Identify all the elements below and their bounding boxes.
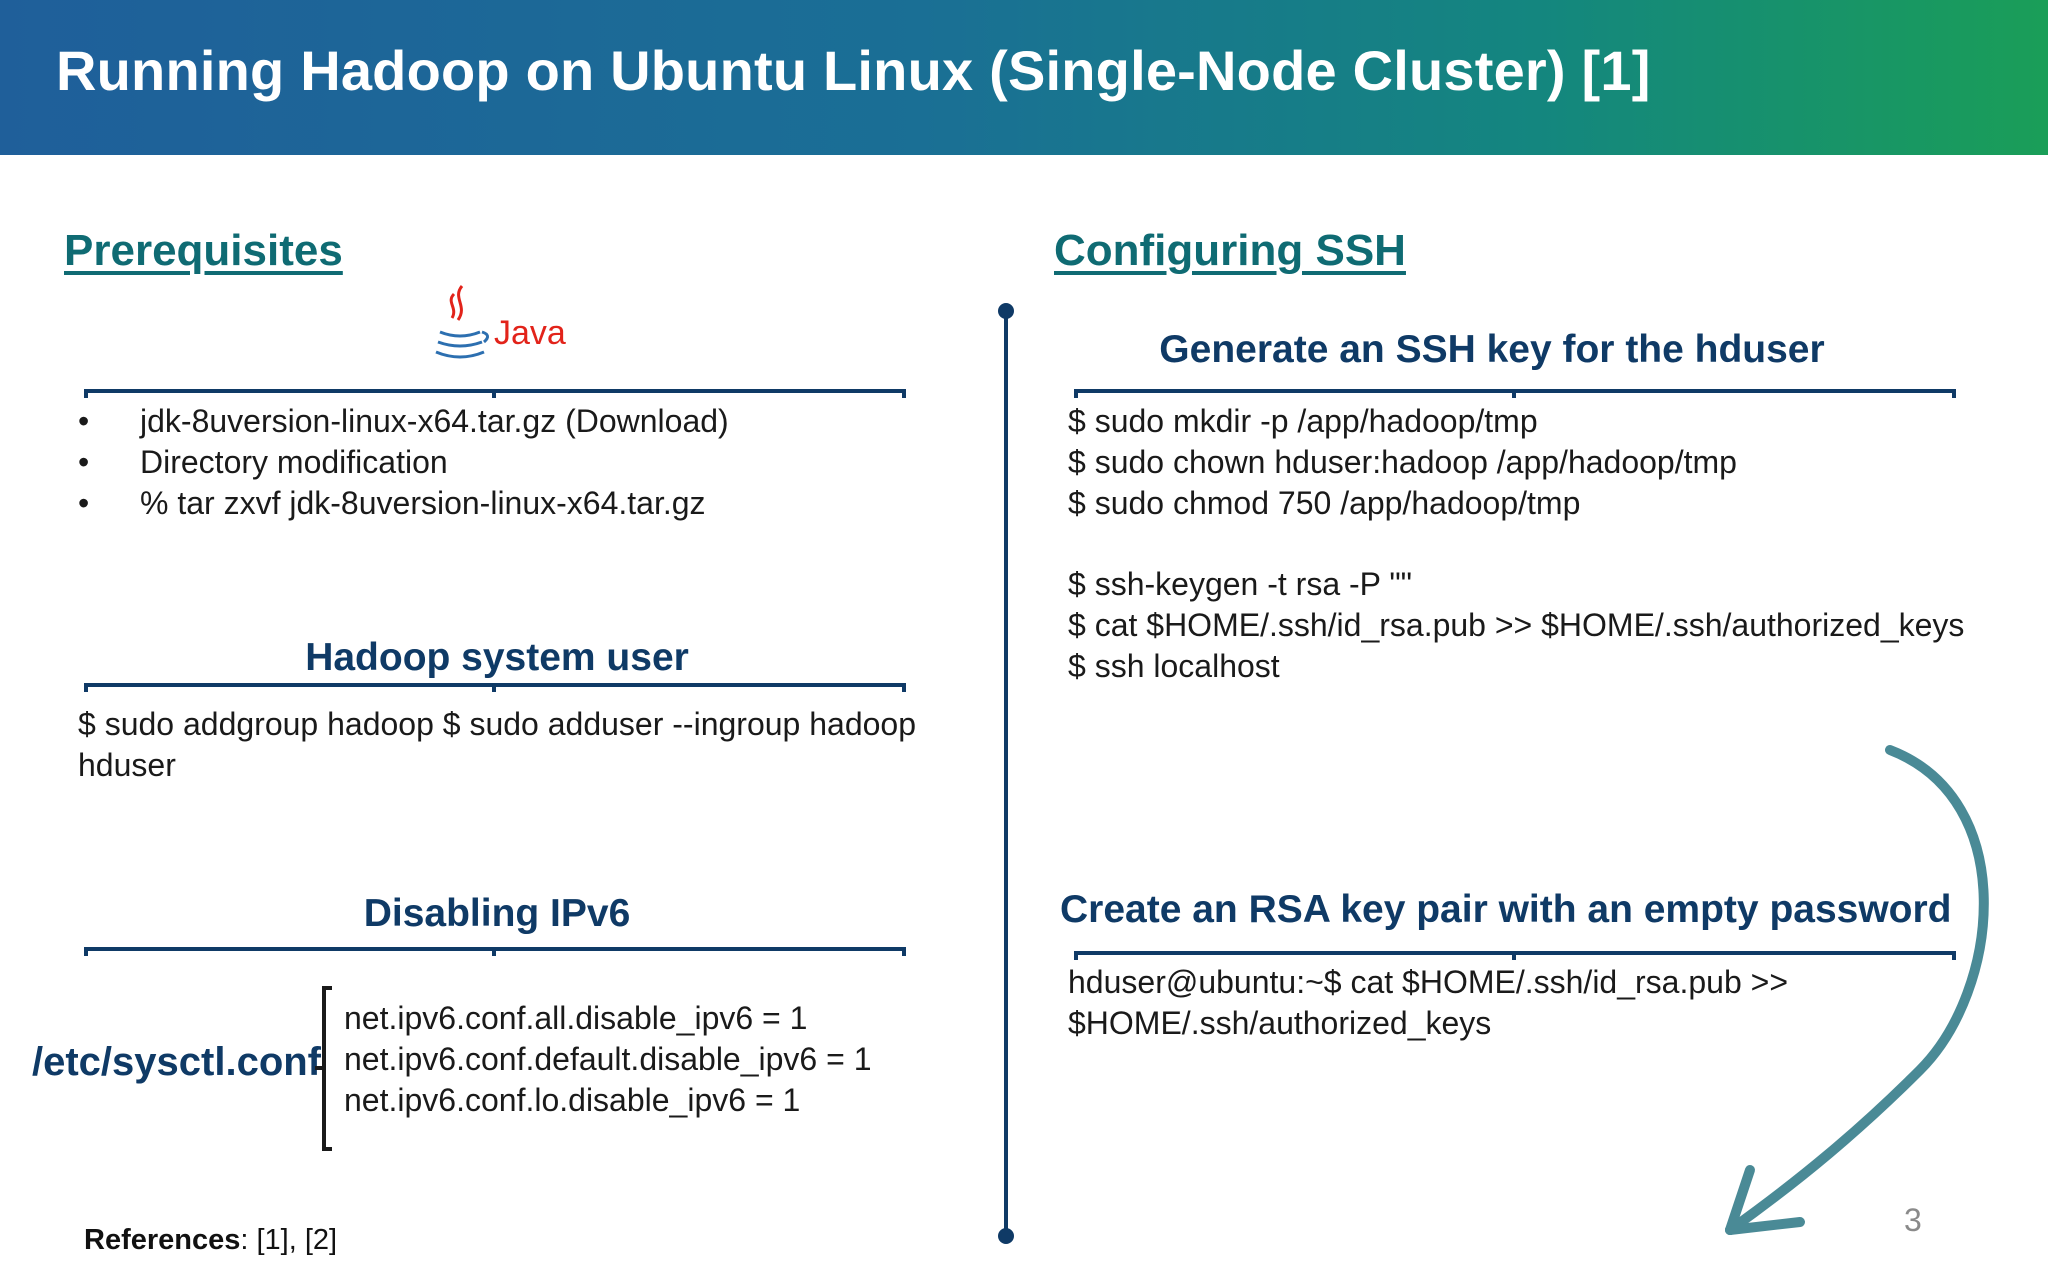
- list-item: •Directory modification: [78, 444, 448, 480]
- curved-arrow-icon: [1725, 745, 1989, 1235]
- prerequisites-title: Prerequisites: [64, 226, 343, 275]
- slide-title: Running Hadoop on Ubuntu Linux (Single-N…: [56, 39, 1651, 102]
- list-item: •% tar zxvf jdk-8uversion-linux-x64.tar.…: [78, 485, 706, 521]
- generate-key-commands: $ sudo mkdir -p /app/hadoop/tmp $ sudo c…: [1068, 403, 1737, 521]
- column-divider: [1004, 312, 1008, 1237]
- rsa-key-command: hduser@ubuntu:~$ cat $HOME/.ssh/id_rsa.p…: [1068, 964, 1789, 1041]
- rsa-key-title: Create an RSA key pair with an empty pas…: [1060, 888, 1952, 931]
- generate-key-title: Generate an SSH key for the hduser: [1159, 328, 1825, 371]
- java-logo-icon: Java: [435, 285, 566, 359]
- prereq-list: •jdk-8uversion-linux-x64.tar.gz (Downloa…: [78, 401, 958, 524]
- hadoop-user-title: Hadoop system user: [305, 636, 689, 679]
- sysctl-path-label: /etc/sysctl.conf: [32, 1040, 322, 1084]
- list-item: •jdk-8uversion-linux-x64.tar.gz (Downloa…: [78, 403, 729, 439]
- page-number: 3: [1904, 1202, 1922, 1238]
- slide-header: Running Hadoop on Ubuntu Linux (Single-N…: [0, 0, 2048, 155]
- ipv6-title: Disabling IPv6: [363, 892, 631, 935]
- configuring-ssh-title: Configuring SSH: [1054, 226, 1406, 275]
- java-logo-text: Java: [494, 314, 566, 352]
- hadoop-user-rule: [84, 683, 906, 692]
- hadoop-user-commands: $ sudo addgroup hadoop $ sudo adduser --…: [78, 706, 916, 783]
- keygen-commands: $ ssh-keygen -t rsa -P "" $ cat $HOME/.s…: [1068, 566, 1965, 684]
- ipv6-rule: [84, 947, 906, 956]
- rsa-key-rule: [1074, 951, 1956, 960]
- references: References: [1], [2]: [84, 1224, 338, 1256]
- generate-key-rule: [1074, 389, 1956, 398]
- prereq-rule: [84, 389, 906, 398]
- ipv6-settings: net.ipv6.conf.all.disable_ipv6 = 1 net.i…: [344, 1000, 872, 1118]
